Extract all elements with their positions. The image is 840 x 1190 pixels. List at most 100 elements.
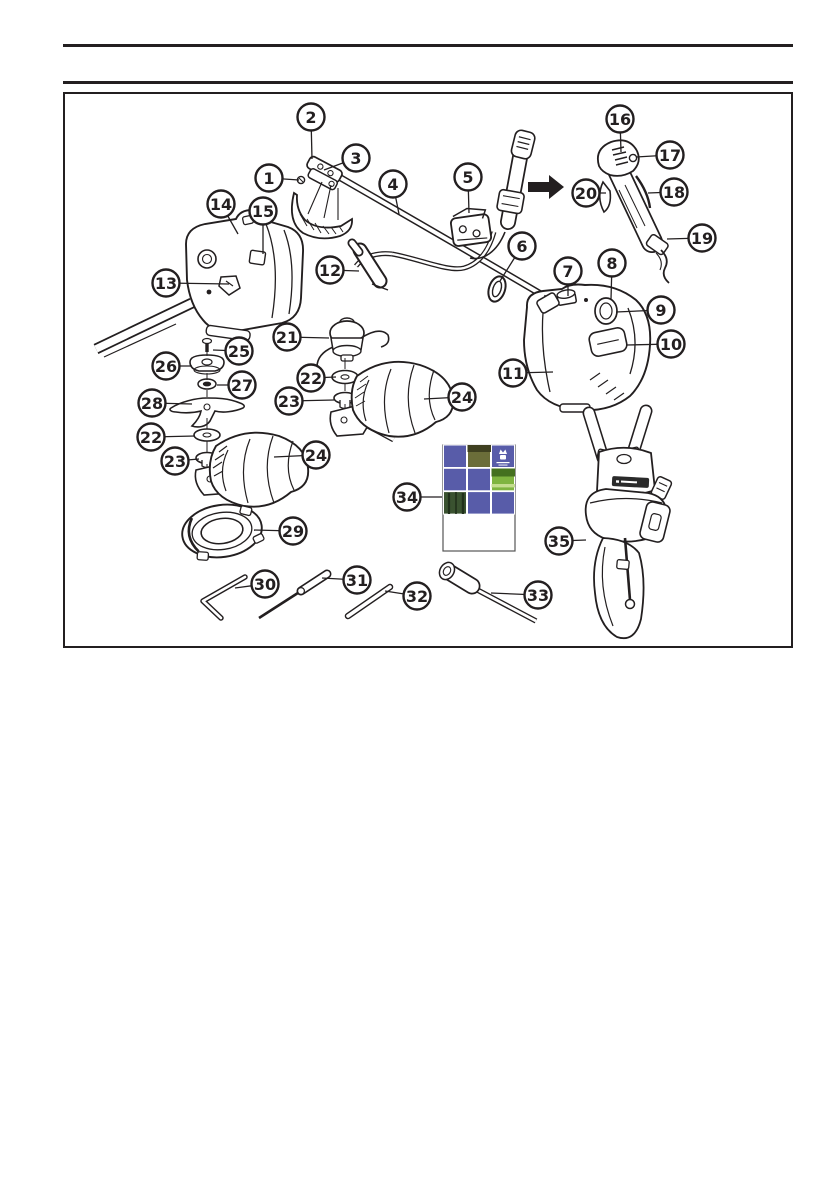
- grass-blade: [169, 397, 246, 428]
- callout-8: 8: [597, 248, 627, 300]
- svg-text:10: 10: [660, 335, 682, 354]
- throttle-trigger: [598, 180, 612, 214]
- manual-cover-cell-blue: [443, 467, 467, 492]
- callout-3: 3: [323, 143, 371, 173]
- svg-text:33: 33: [527, 586, 549, 605]
- callout-12: 12: [315, 255, 360, 285]
- svg-text:17: 17: [659, 146, 681, 165]
- manual-cover-cell-blue: [467, 467, 491, 492]
- handlebar-clamp: [449, 207, 493, 247]
- svg-text:12: 12: [319, 261, 341, 280]
- callout-26: 26: [151, 351, 192, 381]
- svg-text:8: 8: [606, 254, 617, 273]
- stop-switch: [611, 146, 629, 166]
- engine-side-view: [93, 209, 304, 358]
- operators-manual: [442, 444, 516, 552]
- transport-guard: [181, 503, 265, 561]
- svg-text:6: 6: [516, 237, 527, 256]
- locking-pin: [344, 583, 394, 620]
- engine-front-view: [523, 283, 652, 413]
- callout-13: 13: [151, 268, 230, 298]
- callout-33: 33: [490, 580, 553, 610]
- svg-text:34: 34: [396, 488, 418, 507]
- svg-text:18: 18: [663, 183, 685, 202]
- callout-28: 28: [137, 388, 193, 418]
- svg-text:11: 11: [502, 364, 524, 383]
- callout-4: 4: [378, 169, 408, 215]
- fuel-cap: [556, 289, 577, 306]
- manual-cover-cell-blue: [467, 491, 491, 515]
- callout-2: 2: [296, 102, 326, 160]
- svg-text:13: 13: [155, 274, 177, 293]
- throttle-grip: [469, 129, 536, 260]
- svg-text:32: 32: [406, 587, 428, 606]
- trimmer-guard-left: [208, 431, 310, 508]
- svg-text:7: 7: [562, 262, 573, 281]
- svg-text:35: 35: [548, 532, 570, 551]
- svg-text:1: 1: [263, 169, 274, 188]
- trimmer-head: [316, 317, 390, 368]
- svg-text:14: 14: [210, 195, 232, 214]
- drive-disc: [197, 378, 217, 390]
- callout-16: 16: [605, 104, 635, 153]
- support-cup: [189, 354, 225, 375]
- support-cup-2: [193, 428, 221, 442]
- callout-27: 27: [217, 370, 257, 400]
- husqvarna-label: [611, 476, 650, 488]
- callout-14: 14: [206, 189, 239, 235]
- svg-text:16: 16: [609, 110, 631, 129]
- hand-guard: [291, 191, 353, 240]
- callout-11: 11: [498, 358, 554, 388]
- callout-5: 5: [453, 162, 483, 214]
- callout-9: 9: [615, 295, 676, 325]
- callout-18: 18: [647, 177, 689, 207]
- svg-text:31: 31: [346, 571, 368, 590]
- suspension-ring: [487, 275, 507, 303]
- callout-17: 17: [635, 140, 685, 170]
- svg-text:23: 23: [278, 392, 300, 411]
- direction-arrow-icon: [528, 175, 564, 199]
- header-rule-top: [63, 44, 793, 47]
- callout-19: 19: [666, 223, 717, 253]
- svg-text:26: 26: [155, 357, 177, 376]
- svg-text:21: 21: [276, 328, 298, 347]
- drive-shaft: [318, 162, 558, 307]
- callout-31: 31: [321, 565, 372, 595]
- svg-text:4: 4: [387, 175, 398, 194]
- callout-24: 24: [273, 440, 331, 470]
- svg-text:20: 20: [575, 184, 597, 203]
- svg-text:22: 22: [140, 428, 162, 447]
- callout-6: 6: [499, 231, 537, 282]
- callout-32: 32: [384, 581, 432, 611]
- air-filter-cover: [588, 327, 628, 357]
- svg-text:30: 30: [254, 575, 276, 594]
- socket-wrench: [438, 561, 538, 624]
- callout-22: 22: [296, 363, 337, 393]
- callout-15: 15: [248, 196, 278, 254]
- callout-30: 30: [234, 569, 280, 599]
- svg-text:9: 9: [655, 301, 666, 320]
- manual-cover-cell-blue: [443, 444, 467, 468]
- svg-text:22: 22: [300, 369, 322, 388]
- svg-text:5: 5: [462, 168, 473, 187]
- svg-text:24: 24: [451, 388, 473, 407]
- svg-text:29: 29: [282, 522, 304, 541]
- callout-35: 35: [544, 526, 587, 556]
- svg-text:2: 2: [305, 108, 316, 127]
- callout-22: 22: [136, 422, 196, 452]
- callout-24: 24: [423, 382, 477, 412]
- harness: [582, 404, 673, 640]
- husqvarna-crest-logo: [496, 449, 510, 466]
- svg-text:3: 3: [350, 149, 361, 168]
- loop-grip-part: [347, 238, 389, 291]
- svg-text:15: 15: [252, 202, 274, 221]
- blade-bolt: [201, 337, 213, 352]
- callout-23: 23: [274, 386, 335, 416]
- svg-text:25: 25: [228, 342, 250, 361]
- svg-text:23: 23: [164, 452, 186, 471]
- callout-7: 7: [553, 256, 583, 296]
- throttle-handle-detail: [596, 139, 670, 284]
- hex-key: [200, 574, 248, 621]
- callout-21: 21: [272, 322, 330, 352]
